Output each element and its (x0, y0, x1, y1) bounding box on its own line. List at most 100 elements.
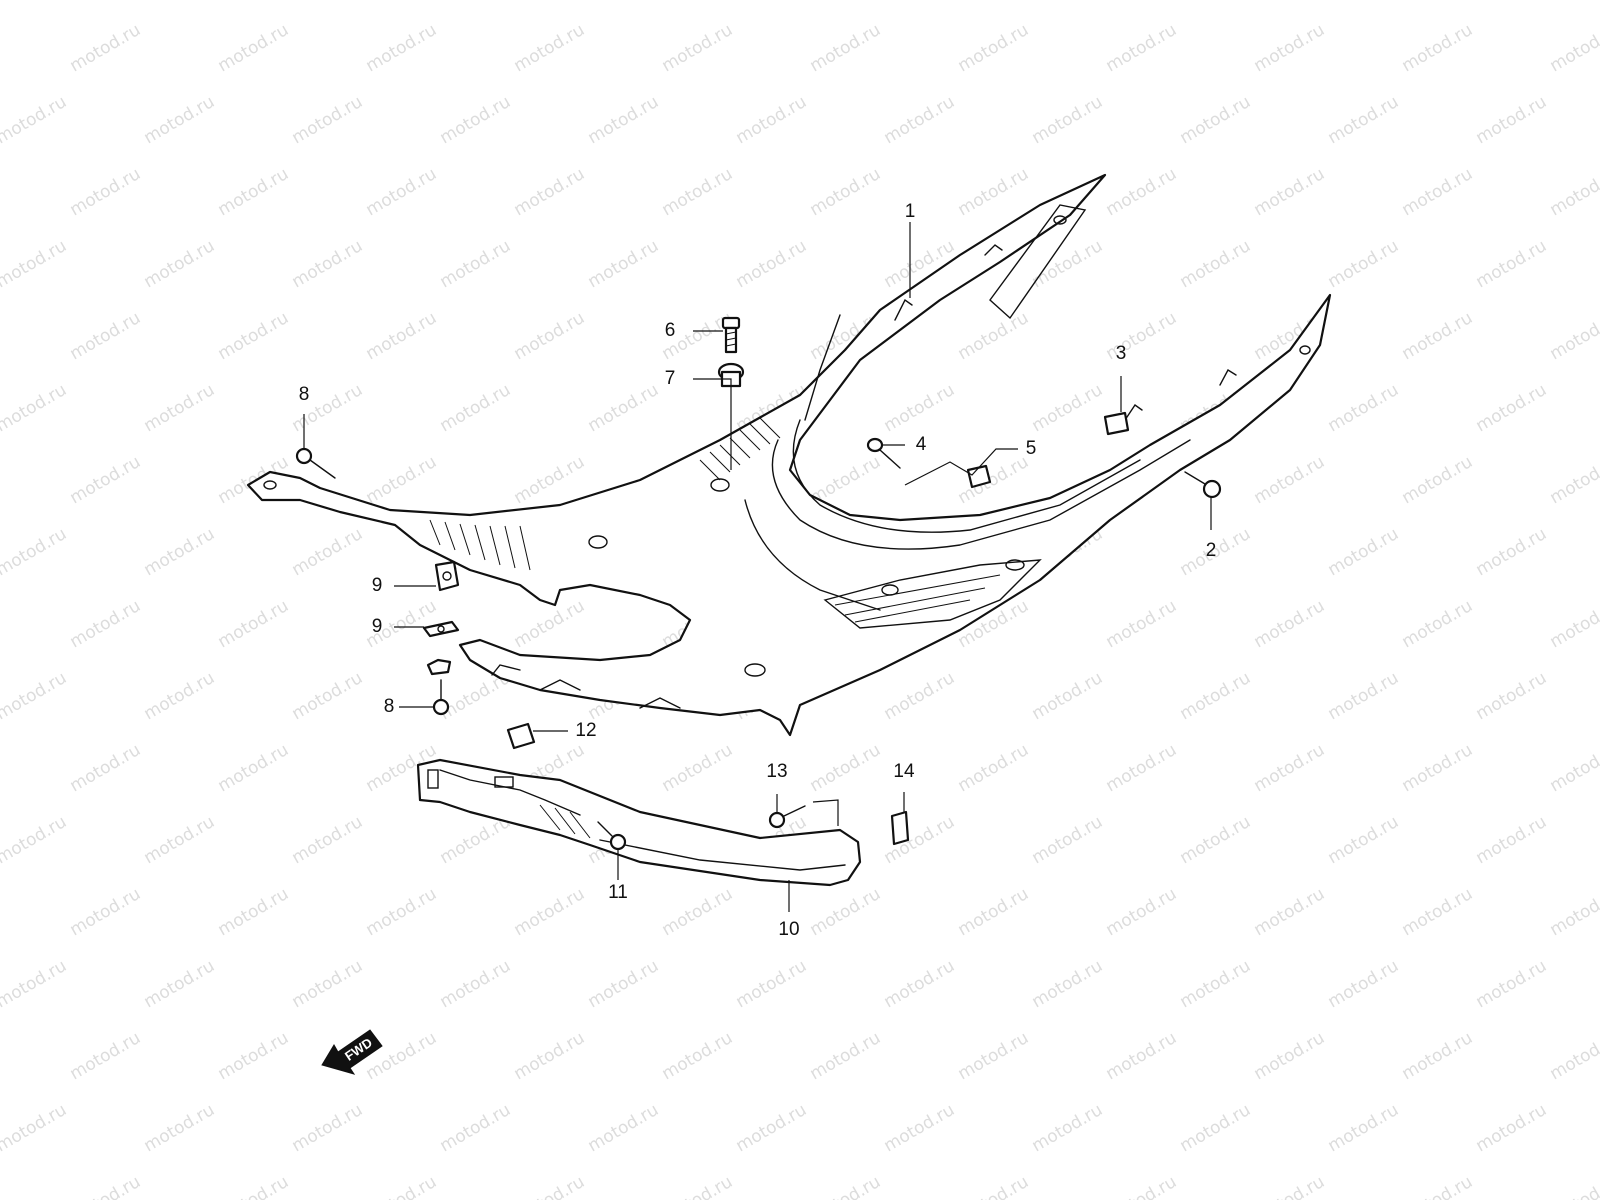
watermark-text: motod.ru (215, 884, 293, 940)
watermark-text: motod.ru (881, 0, 959, 4)
hardware-parts (295, 316, 1222, 851)
watermark-text: motod.ru (1399, 308, 1477, 364)
watermark-text: motod.ru (1473, 524, 1551, 580)
watermark-text: motod.ru (67, 884, 145, 940)
watermark-text: motod.ru (141, 524, 219, 580)
watermark-text: motod.ru (511, 164, 589, 220)
watermark-text: motod.ru (511, 1172, 589, 1200)
watermark-text: motod.ru (1029, 668, 1107, 724)
leader-lines (303, 222, 1212, 912)
watermark-text: motod.ru (1251, 164, 1329, 220)
watermark-text: motod.ru (1103, 1172, 1181, 1200)
watermark-text: motod.ru (1177, 956, 1255, 1012)
watermark-text: motod.ru (1473, 1100, 1551, 1156)
watermark-text: motod.ru (1251, 1028, 1329, 1084)
watermark-text: motod.ru (0, 956, 70, 1012)
watermark-text: motod.ru (1325, 92, 1403, 148)
watermark-text: motod.ru (141, 0, 219, 4)
watermark-text: motod.ru (955, 1028, 1033, 1084)
watermark-text: motod.ru (215, 1172, 293, 1200)
watermark-text: motod.ru (1547, 596, 1600, 652)
watermark-text: motod.ru (0, 236, 70, 292)
watermark-text: motod.ru (955, 308, 1033, 364)
screw-8-upper (295, 447, 336, 479)
watermark-text: motod.ru (881, 668, 959, 724)
watermark-text: motod.ru (1103, 884, 1181, 940)
watermark-text: motod.ru (1547, 308, 1600, 364)
watermark-text: motod.ru (511, 1028, 589, 1084)
watermark-text: motod.ru (955, 20, 1033, 76)
watermark-text: motod.ru (437, 380, 515, 436)
watermark-text: motod.ru (0, 668, 70, 724)
watermark-text: motod.ru (1325, 812, 1403, 868)
watermark-text: motod.ru (1029, 0, 1107, 4)
watermark-text: motod.ru (955, 452, 1033, 508)
watermark-text: motod.ru (1325, 0, 1403, 4)
clip-14 (890, 810, 910, 846)
watermark-text: motod.ru (659, 740, 737, 796)
watermark-text: motod.ru (437, 236, 515, 292)
watermark-text: motod.ru (1029, 92, 1107, 148)
watermark-text: motod.ru (1251, 1172, 1329, 1200)
watermark-text: motod.ru (1325, 236, 1403, 292)
watermark-text: motod.ru (1473, 380, 1551, 436)
watermark-text: motod.ru (437, 92, 515, 148)
callout-10: 10 (778, 919, 799, 940)
watermark-text: motod.ru (807, 740, 885, 796)
watermark-text: motod.ru (807, 884, 885, 940)
watermark-text: motod.ru (659, 1028, 737, 1084)
watermark-text: motod.ru (0, 92, 70, 148)
watermark-text: motod.ru (141, 92, 219, 148)
watermark-text: motod.ru (1325, 668, 1403, 724)
watermark-text: motod.ru (0, 0, 70, 4)
watermark-text: motod.ru (881, 92, 959, 148)
watermark-text: motod.ru (1547, 740, 1600, 796)
watermark-text: motod.ru (1029, 236, 1107, 292)
watermark-text: motod.ru (289, 0, 367, 4)
watermark-text: motod.ru (807, 1028, 885, 1084)
watermark-text: motod.ru (1547, 20, 1600, 76)
watermark-text: motod.ru (1103, 596, 1181, 652)
watermark-text: motod.ru (1251, 596, 1329, 652)
watermark-text: motod.ru (511, 596, 589, 652)
watermark-text: motod.ru (955, 884, 1033, 940)
callout-9-lower: 9 (372, 616, 383, 637)
watermark-text: motod.ru (1547, 164, 1600, 220)
watermark-text: motod.ru (1399, 596, 1477, 652)
clip-3 (1103, 411, 1130, 436)
watermark-text: motod.ru (289, 524, 367, 580)
watermark-text: motod.ru (585, 1100, 663, 1156)
watermark-text: motod.ru (363, 164, 441, 220)
watermark-text: motod.ru (1473, 668, 1551, 724)
callout-9-upper: 9 (372, 575, 383, 596)
watermark-text: motod.ru (1473, 0, 1551, 4)
watermark-text: motod.ru (289, 956, 367, 1012)
watermark-text: motod.ru (1547, 452, 1600, 508)
watermark-text: motod.ru (1547, 884, 1600, 940)
watermark-text: motod.ru (1399, 884, 1477, 940)
side-rail-cover (416, 758, 862, 887)
watermark-text: motod.ru (0, 812, 70, 868)
watermark-text: motod.ru (1325, 1100, 1403, 1156)
watermark-text: motod.ru (1399, 740, 1477, 796)
watermark-text: motod.ru (67, 164, 145, 220)
watermark-text: motod.ru (955, 740, 1033, 796)
watermark-text: motod.ru (511, 308, 589, 364)
watermark-text: motod.ru (1251, 452, 1329, 508)
screw-8-lower (432, 679, 450, 716)
watermark-text: motod.ru (289, 92, 367, 148)
watermark-text: motod.ru (733, 1100, 811, 1156)
callout-6: 6 (665, 320, 676, 341)
watermark-text: motod.ru (1325, 956, 1403, 1012)
nut-5 (966, 464, 992, 489)
watermark-text: motod.ru (659, 884, 737, 940)
watermark-text: motod.ru (807, 164, 885, 220)
callout-4: 4 (916, 434, 927, 455)
watermark-text: motod.ru (67, 20, 145, 76)
watermark-text: motod.ru (511, 884, 589, 940)
watermark-text: motod.ru (881, 956, 959, 1012)
callout-2: 2 (1206, 540, 1217, 561)
watermark-text: motod.ru (1251, 20, 1329, 76)
floor-board-panel (246, 173, 1332, 737)
